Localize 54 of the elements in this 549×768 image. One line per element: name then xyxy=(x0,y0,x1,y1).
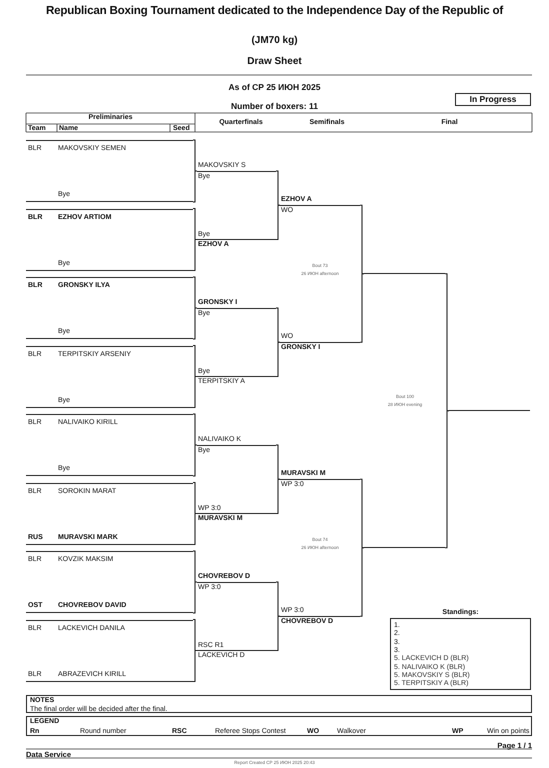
bracket-connector xyxy=(192,513,198,545)
bracket-connector xyxy=(192,208,198,240)
bracket-connector xyxy=(444,410,450,548)
bracket-connector xyxy=(444,273,450,412)
bracket-line xyxy=(364,273,445,274)
bracket-connector xyxy=(192,345,198,377)
bracket-connector xyxy=(276,342,280,377)
bracket-connector xyxy=(192,482,198,514)
date-line: As of СР 25 ИЮН 2025 xyxy=(228,82,322,92)
bracket-slot xyxy=(197,230,276,250)
weight-class: (JM70 kg) xyxy=(250,35,299,46)
bracket-connector xyxy=(192,170,198,202)
bracket-connector xyxy=(276,444,280,480)
bracket-connector xyxy=(360,204,364,274)
bracket-connector xyxy=(192,550,198,582)
bracket-slot xyxy=(197,366,276,386)
bracket-connector xyxy=(192,650,198,682)
status-label: In Progress xyxy=(468,95,518,104)
bracket-slot xyxy=(197,161,276,181)
legend-box xyxy=(26,716,532,736)
bracket-slot xyxy=(280,332,360,352)
title: Republican Boxing Tournament dedicated to the Independence Day of the Republic of xyxy=(44,4,504,17)
bracket-connector xyxy=(192,376,198,408)
bracket-connector xyxy=(276,582,280,617)
sheet-title: Draw Sheet xyxy=(246,56,303,67)
bracket-connector xyxy=(276,616,280,651)
bracket-connector xyxy=(276,478,280,514)
bracket-connector xyxy=(276,204,280,240)
bracket-connector xyxy=(192,140,198,172)
bracket-connector xyxy=(360,478,364,548)
bracket-connector xyxy=(192,414,198,446)
bracket-line xyxy=(364,547,445,548)
bracket-connector xyxy=(192,582,198,614)
bracket-line xyxy=(449,410,530,412)
bracket-connector xyxy=(192,308,198,340)
bracket-slot xyxy=(197,504,276,524)
bracket-slot xyxy=(280,469,360,490)
notes-box xyxy=(26,695,532,713)
bracket-slot xyxy=(280,606,360,626)
boxer-count: Number of boxers: 11 xyxy=(230,101,319,111)
bracket-connector xyxy=(192,276,198,308)
status-box xyxy=(455,93,531,106)
bracket-connector xyxy=(360,273,364,343)
bracket-slot xyxy=(280,195,360,216)
bracket-slot xyxy=(197,572,276,592)
bracket-slot xyxy=(197,298,276,318)
bracket-connector xyxy=(192,444,198,476)
bracket-slot xyxy=(197,435,276,455)
bracket-slot xyxy=(197,640,276,660)
bracket-connector xyxy=(192,619,198,651)
bracket-connector xyxy=(276,170,280,206)
bracket-connector xyxy=(360,547,364,617)
bracket-connector xyxy=(276,308,280,343)
bracket-connector xyxy=(192,239,198,271)
